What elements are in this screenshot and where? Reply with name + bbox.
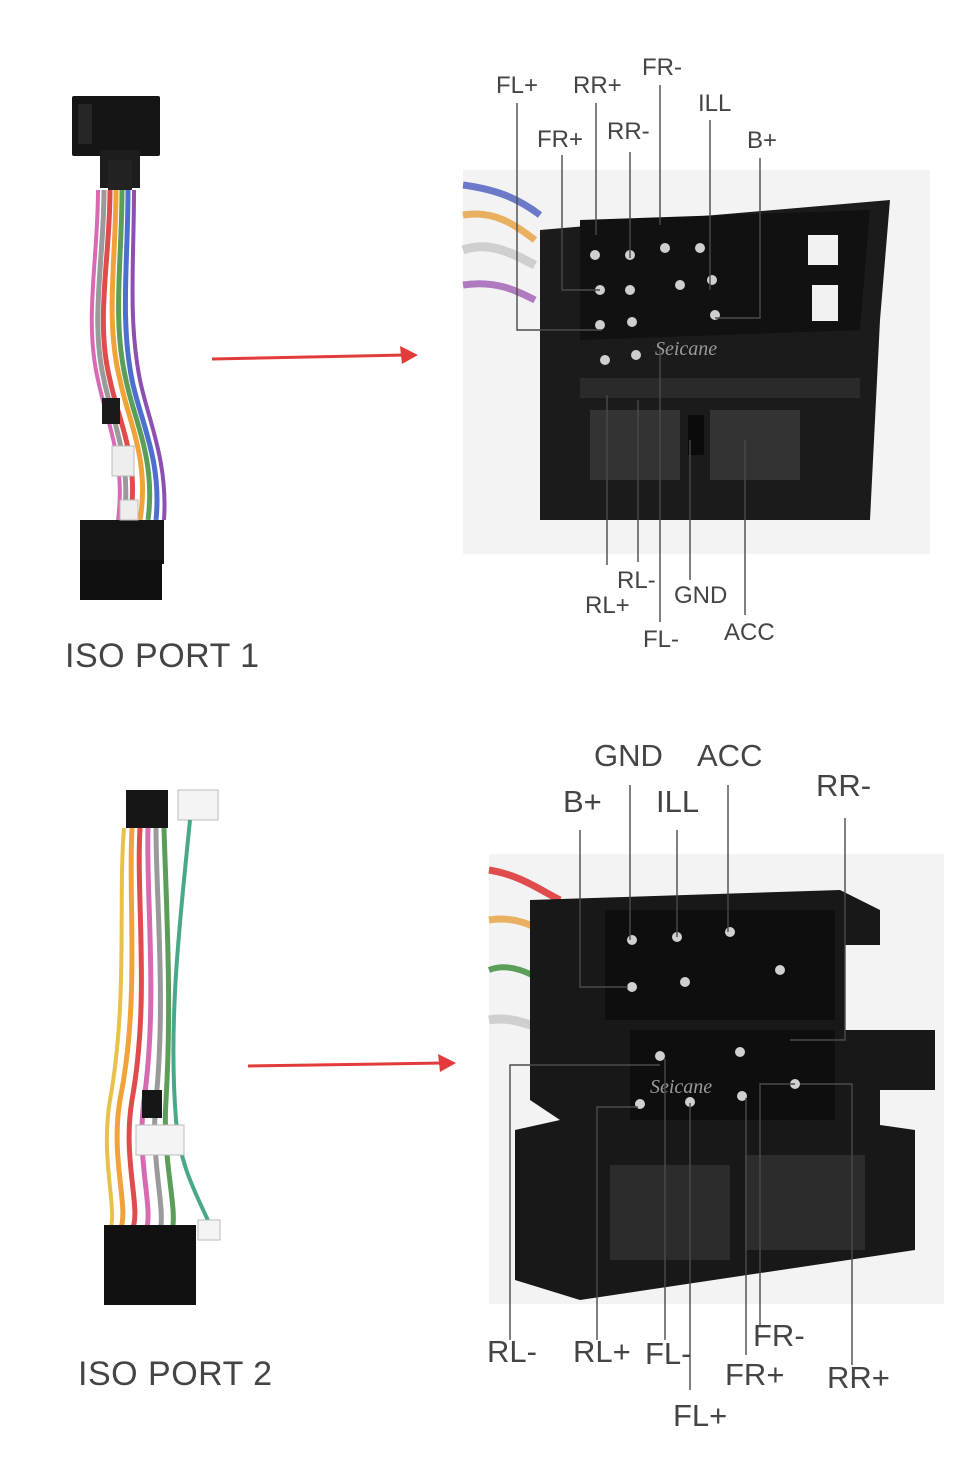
pin-label-rr-plus: RR+ bbox=[573, 72, 622, 99]
iso-port-2-section: Seicane ISO PORT 2 GND ACC B+ ILL RR- RL… bbox=[0, 700, 980, 1463]
leader-lines-2 bbox=[509, 785, 853, 1390]
pointer-arrow-1 bbox=[211, 346, 418, 364]
harness-2-image bbox=[104, 789, 221, 1305]
watermark-1: Seicane bbox=[655, 338, 717, 360]
pointer-arrow-2 bbox=[247, 1054, 456, 1072]
pin-label-fr-minus: FR- bbox=[642, 54, 682, 81]
pin-label-ill: ILL bbox=[698, 90, 732, 117]
pin-label-fr-plus: FR+ bbox=[725, 1357, 785, 1392]
iso-port-1-caption: ISO PORT 1 bbox=[65, 637, 260, 675]
iso-port-1-graphics: Seicane bbox=[72, 85, 930, 622]
iso-port-1-section: Seicane ISO PORT 1 FL+ RR+ FR- ILL FR+ R… bbox=[0, 0, 980, 700]
pin-label-rr-plus: RR+ bbox=[827, 1360, 890, 1395]
leader-lines-1 bbox=[516, 85, 761, 622]
pin-label-fl-minus: FL- bbox=[645, 1336, 692, 1371]
connector-2-image: Seicane bbox=[487, 854, 944, 1304]
pin-label-fr-plus: FR+ bbox=[537, 126, 584, 153]
pin-label-rl-minus: RL- bbox=[617, 567, 656, 594]
pin-label-rl-minus: RL- bbox=[487, 1334, 537, 1369]
pin-label-rr-minus: RR- bbox=[816, 768, 872, 803]
connector-1-image: Seicane bbox=[461, 170, 930, 554]
pin-label-fl-plus: FL+ bbox=[496, 72, 539, 99]
pin-label-b-plus: B+ bbox=[563, 784, 602, 819]
pin-label-b-plus: B+ bbox=[747, 127, 778, 154]
iso-port-2-caption: ISO PORT 2 bbox=[78, 1355, 273, 1393]
pin-label-fl-plus: FL+ bbox=[673, 1398, 728, 1433]
pin-label-rl-plus: RL+ bbox=[573, 1334, 631, 1369]
harness-1-image bbox=[72, 96, 167, 600]
pin-label-acc: ACC bbox=[724, 619, 775, 646]
pin-label-rl-plus: RL+ bbox=[585, 592, 630, 619]
pin-label-fr-minus: FR- bbox=[753, 1318, 805, 1353]
iso-port-2-graphics: Seicane bbox=[104, 785, 944, 1390]
pin-label-gnd: GND bbox=[674, 582, 728, 609]
pin-label-ill: ILL bbox=[656, 784, 700, 819]
pin-label-fl-minus: FL- bbox=[643, 626, 679, 653]
pin-label-acc: ACC bbox=[697, 738, 763, 773]
pin-label-rr-minus: RR- bbox=[607, 118, 650, 145]
pin-label-gnd: GND bbox=[594, 738, 663, 773]
watermark-2: Seicane bbox=[650, 1076, 712, 1098]
